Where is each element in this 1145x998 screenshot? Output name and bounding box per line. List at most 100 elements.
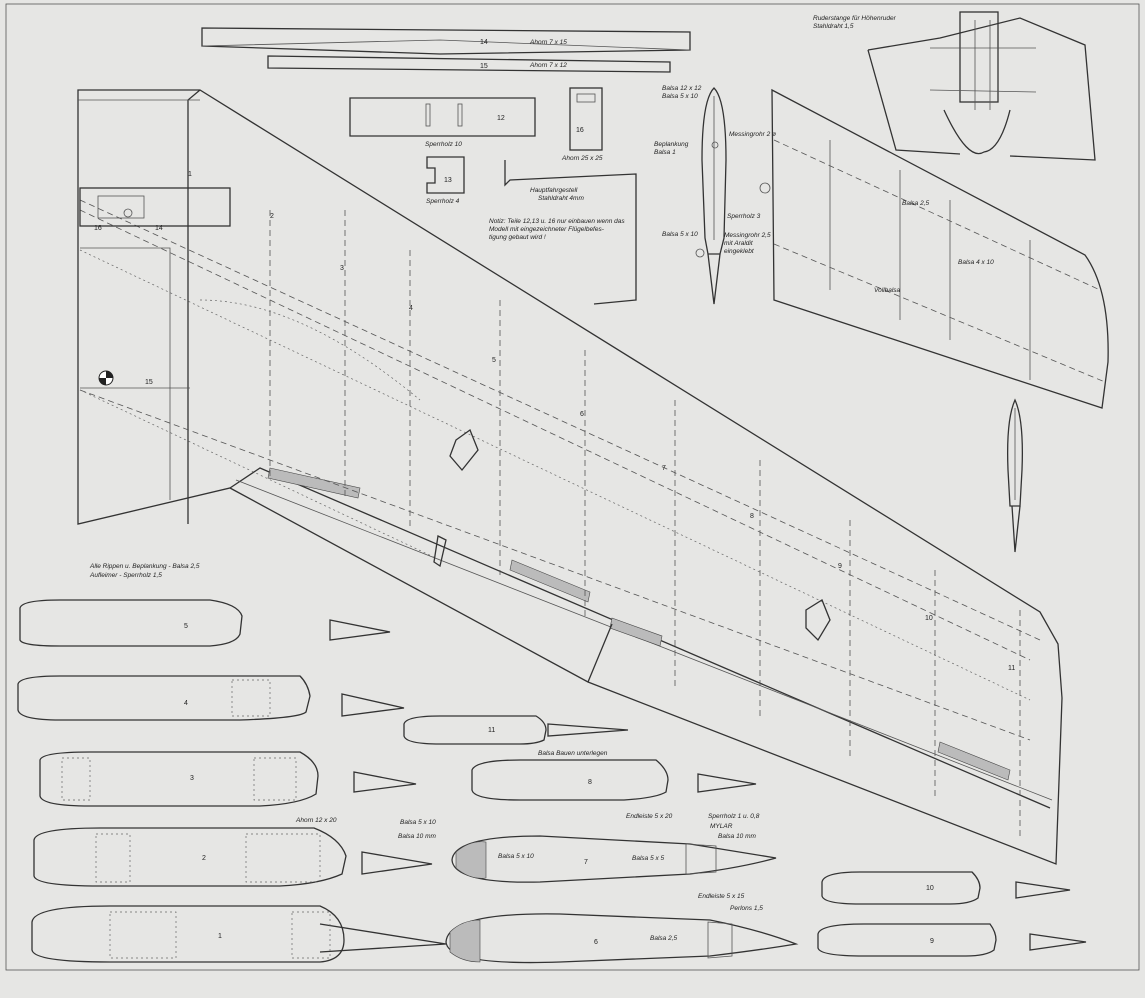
- label-text: 2: [270, 213, 274, 220]
- rib-1: 1: [31, 905, 447, 963]
- rib-10: 10: [821, 871, 981, 905]
- label-text: 1: [218, 933, 222, 940]
- main-wing-planform: 1 2 3 4 5 6 7 8 9 10 11 16 14 15: [77, 89, 1063, 865]
- label-text: Balsa 5 x 5: [632, 855, 665, 862]
- sheet-border: [5, 3, 1140, 971]
- label-text: Ruderstange für Höhenruder: [813, 15, 897, 22]
- label-text: Balsa 12 x 12: [662, 85, 702, 92]
- label-text: 8: [750, 513, 754, 520]
- label-text: 3: [190, 775, 194, 782]
- label-text: Messingrohr 2 ø: [729, 131, 776, 138]
- rib-8: 8: [471, 759, 669, 801]
- label-text: Endleiste 5 x 15: [698, 893, 745, 900]
- rib-9-tail: [1029, 933, 1087, 951]
- label-text: Balsa 5 x 10: [498, 853, 534, 860]
- label-text: Beplankung: [654, 141, 689, 148]
- tail-fin: Balsa 2,5 Balsa 4 x 10 Vollbalsa: [759, 88, 1109, 409]
- label-text: Sperrholz 3: [727, 213, 761, 220]
- label-text: 7: [662, 465, 666, 472]
- label-text: 7: [584, 859, 588, 866]
- label-text: 8: [588, 779, 592, 786]
- label-text: 14: [480, 39, 488, 46]
- label-text: Vollbalsa: [874, 287, 901, 294]
- label-text: 4: [184, 700, 188, 707]
- label-text: 16: [94, 225, 102, 232]
- rib-10-tail: [1015, 881, 1071, 899]
- label-text: Sperrholz 4: [426, 198, 460, 205]
- label-text: MYLAR: [710, 823, 733, 830]
- part-13: 13 Sperrholz 4: [426, 156, 465, 205]
- label-text: 15: [145, 379, 153, 386]
- rib-4-tail: [341, 693, 405, 717]
- airfoil-section-7: 7 Balsa 5 x 10 Balsa 10 mm Balsa 5 x 10 …: [295, 813, 777, 912]
- part-16: 16 Ahorn 25 x 25: [561, 87, 603, 162]
- label-text: 10: [926, 885, 934, 892]
- label-text: Ahorn 12 x 20: [295, 817, 337, 824]
- label-text: Ahorn 7 x 12: [529, 62, 567, 69]
- label-text: 13: [444, 177, 452, 184]
- spar-strip-14: 14 Ahorn 7 x 15: [201, 27, 691, 55]
- label-text: Balsa 2,5: [650, 935, 677, 942]
- label-text: 11: [1008, 665, 1015, 672]
- label-text: 1: [188, 171, 192, 178]
- label-text: Balsa 10 mm: [398, 833, 437, 840]
- label-text: 9: [930, 938, 934, 945]
- label-text: Sperrholz 10: [425, 141, 462, 148]
- rib-5: 5: [19, 599, 243, 647]
- note-ribs: Alle Rippen u. Beplankung - Balsa 2,5: [89, 563, 200, 570]
- label-text: Balsa 1: [654, 149, 676, 156]
- label-text: 9: [838, 563, 842, 570]
- label-text: Balsa 5 x 10: [400, 819, 436, 826]
- rib-11-tail: [547, 723, 629, 737]
- label-text: 2: [202, 855, 206, 862]
- label-text: Ahorn 7 x 15: [529, 39, 567, 46]
- label-text: Balsa 10 mm: [718, 833, 757, 840]
- label-text: 6: [594, 939, 598, 946]
- label-text: Perlons 1,5: [730, 905, 763, 912]
- label-text: Balsa 5 x 10: [662, 231, 698, 238]
- label-text: Endleiste 5 x 20: [626, 813, 673, 820]
- label-text: 5: [184, 623, 188, 630]
- note-line-3: tigung gebaut wird !: [489, 234, 546, 241]
- fuselage-side-view: Balsa 12 x 12 Balsa 5 x 10 Beplankung Ba…: [654, 85, 776, 305]
- label-text: 11: [488, 727, 495, 734]
- label-text: 10: [925, 615, 933, 622]
- label-text: Messingrohr 2,5: [724, 232, 771, 239]
- rib-5-tail: [329, 619, 391, 641]
- airfoil-section-6: 6 Balsa 2,5: [445, 913, 799, 964]
- fuselage-top-view: [1007, 398, 1023, 553]
- label-text: 4: [409, 305, 413, 312]
- label-text: Stahldraht 4mm: [538, 195, 584, 202]
- label-text: Balsa 4 x 10: [958, 259, 994, 266]
- label-text: 3: [340, 265, 344, 272]
- rib-9: 9: [817, 923, 997, 957]
- rib-4: 4: [17, 675, 311, 721]
- note-line-2: Modell mit eingezeichneter Flügelbefes-: [489, 226, 605, 233]
- main-landing-gear: Hauptfahrgestell Stahldraht 4mm: [504, 160, 637, 305]
- label-text: Stahldraht 1,5: [813, 23, 854, 30]
- label-text: Balsa 5 x 10: [662, 93, 698, 100]
- label-text: 15: [480, 63, 488, 70]
- rib-3: 3: [39, 751, 319, 807]
- rib-11: 11: [403, 715, 547, 745]
- rib-2-tail: [361, 851, 433, 875]
- note-line-1: Notiz: Teile 12,13 u. 16 nur einbauen we…: [489, 218, 625, 225]
- rib-3-tail: [353, 771, 417, 793]
- label-text: 6: [580, 411, 584, 418]
- spar-strip-15: 15 Ahorn 7 x 12: [267, 55, 671, 73]
- rib-8-tail: [697, 773, 757, 793]
- label-text: eingeklebt: [724, 248, 755, 255]
- elevator-pushrod-view: Ruderstange für Höhenruder Stahldraht 1,…: [813, 11, 1096, 161]
- label-text: 12: [497, 115, 505, 122]
- label-text: Ahorn 25 x 25: [561, 155, 603, 162]
- part-12: 12 Sperrholz 10: [349, 97, 536, 148]
- rib-2: 2: [33, 827, 347, 887]
- label-text: mit Araldit: [724, 240, 754, 247]
- note-aufleimer: Aufleimer - Sperrholz 1,5: [89, 572, 162, 579]
- label-text: 5: [492, 357, 496, 364]
- label-text: Hauptfahrgestell: [530, 187, 578, 194]
- label-text: Balsa 2,5: [902, 200, 929, 207]
- label-text: 14: [155, 225, 163, 232]
- balsa-note: Balsa Bauen unterlegen: [538, 750, 608, 757]
